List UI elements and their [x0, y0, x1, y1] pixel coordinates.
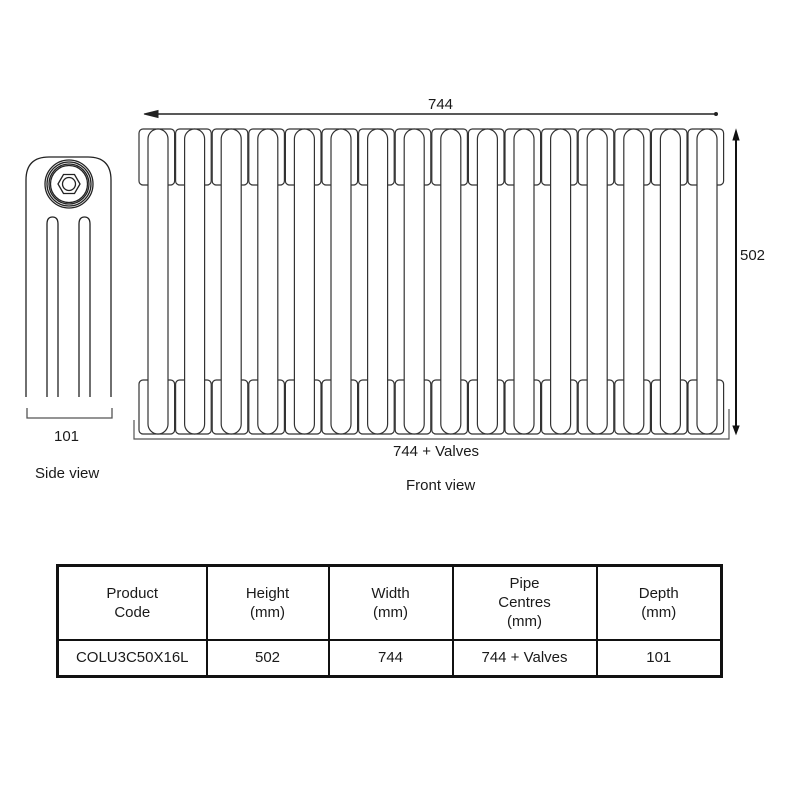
header-depth: Depth (mm) [595, 564, 723, 641]
table-header-row: Product Code Height (mm) Width (mm) Pipe… [56, 564, 723, 641]
front-view-width-label: 744 [428, 96, 454, 113]
specification-table: Product Code Height (mm) Width (mm) Pipe… [56, 564, 723, 678]
column-tube [659, 128, 681, 435]
column-tube [257, 128, 279, 435]
header-line: (mm) [507, 613, 542, 631]
header-pipe-centres: Pipe Centres (mm) [451, 564, 598, 641]
valve-icon [44, 159, 94, 209]
header-line: Code [114, 603, 151, 621]
side-view-drawing [25, 156, 113, 419]
header-line: Width [371, 584, 410, 602]
header-line: (mm) [641, 603, 677, 621]
cell-depth: 101 [595, 638, 723, 678]
cell-width: 744 [327, 638, 454, 678]
column-tube [367, 128, 389, 435]
column-tube [440, 128, 462, 435]
column-tube [476, 128, 498, 435]
front-view-pipe-centres-label: 744 + Valves [393, 443, 480, 460]
header-height: Height (mm) [205, 564, 330, 641]
side-view-depth-label: 101 [54, 428, 80, 445]
column-tube [220, 128, 242, 435]
column-tube [147, 128, 169, 435]
header-product-code: Product Code [56, 564, 208, 641]
header-line: (mm) [250, 603, 285, 621]
header-line: Height [245, 584, 290, 602]
width-dimension-arrow [143, 109, 718, 119]
cell-pipe-centres: 744 + Valves [451, 638, 598, 678]
header-line: Centres [498, 594, 551, 612]
table-row: COLU3C50X16L 502 744 744 + Valves 101 [56, 638, 723, 678]
front-view-caption: Front view [406, 477, 476, 494]
cell-product-code: COLU3C50X16L [56, 638, 208, 678]
front-view-height-label: 502 [740, 247, 766, 264]
column-tube [330, 128, 352, 435]
column-tube [184, 128, 206, 435]
header-line: Product [106, 584, 159, 602]
column-tube [550, 128, 572, 435]
column-tube [403, 128, 425, 435]
header-line: Depth [638, 584, 679, 602]
pipe-centres-bracket [133, 409, 730, 440]
column-tube [513, 128, 535, 435]
radiator-front-drawing [138, 128, 725, 435]
column-tube [293, 128, 315, 435]
header-width: Width (mm) [327, 564, 454, 641]
height-dimension-arrow [732, 128, 740, 436]
column-tube [696, 128, 718, 435]
header-line: (mm) [373, 603, 408, 621]
side-view-caption: Side view [35, 465, 100, 482]
cell-height: 502 [205, 638, 330, 678]
header-line: Pipe [509, 575, 540, 593]
column-tube [623, 128, 645, 435]
column-tube [586, 128, 608, 435]
